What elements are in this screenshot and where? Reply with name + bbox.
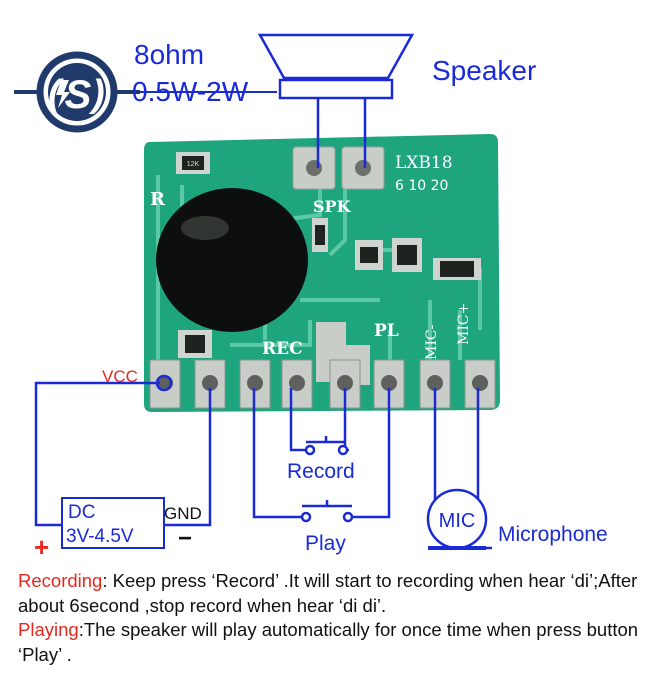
- record-label: Record: [287, 460, 355, 483]
- playing-instructions: Playing:The speaker will play automatica…: [18, 618, 643, 667]
- playing-text: :The speaker will play automatically for…: [18, 619, 639, 665]
- svg-text:): ): [88, 73, 105, 115]
- board-r-label: R: [150, 189, 166, 210]
- play-switch: [300, 500, 354, 523]
- board-durations: 6 10 20: [395, 178, 448, 194]
- speaker-symbol: [257, 33, 415, 100]
- dc-source-box: [61, 497, 165, 549]
- microphone-label: Microphone: [498, 523, 608, 546]
- record-switch: [304, 436, 349, 456]
- dc-label: DC: [68, 502, 95, 523]
- speaker-impedance: 8ohm: [134, 39, 204, 70]
- dc-voltage: 3V-4.5V: [66, 526, 134, 547]
- wiring-diagram: ( ) S 8ohm 0.5W-2W Speaker: [14, 33, 608, 560]
- mic-label: MIC: [439, 510, 476, 532]
- board-rec-label: REC: [262, 339, 303, 359]
- brand-logo: ( ) S: [14, 51, 140, 133]
- play-label: Play: [305, 532, 346, 555]
- speaker-label: Speaker: [432, 55, 536, 86]
- part-code-1: 12K: [187, 161, 200, 168]
- recording-label: Recording: [18, 570, 103, 591]
- playing-label: Playing: [18, 619, 79, 640]
- board-model: LXB18: [395, 153, 453, 173]
- recording-instructions: Recording: Keep press ‘Record’ .It will …: [18, 569, 643, 618]
- board-spk-label: SPK: [313, 197, 352, 216]
- board-mic-plus: MIC+: [456, 303, 472, 345]
- gnd-label: GND: [164, 504, 202, 523]
- board-pl-label: PL: [374, 321, 399, 341]
- board-mic-minus: MIC-: [424, 324, 440, 360]
- minus-sign: −: [178, 525, 192, 552]
- speaker-wires: [316, 98, 367, 168]
- recording-text: : Keep press ‘Record’ .It will start to …: [18, 570, 638, 616]
- header-pins: [149, 359, 496, 409]
- plus-sign: +: [34, 532, 49, 560]
- vcc-label: VCC: [102, 367, 138, 386]
- logo-letter: S: [65, 73, 92, 117]
- pcb-board: 12K LXB18 6 10 20 SPK R REC PL MIC- MIC+: [144, 134, 500, 412]
